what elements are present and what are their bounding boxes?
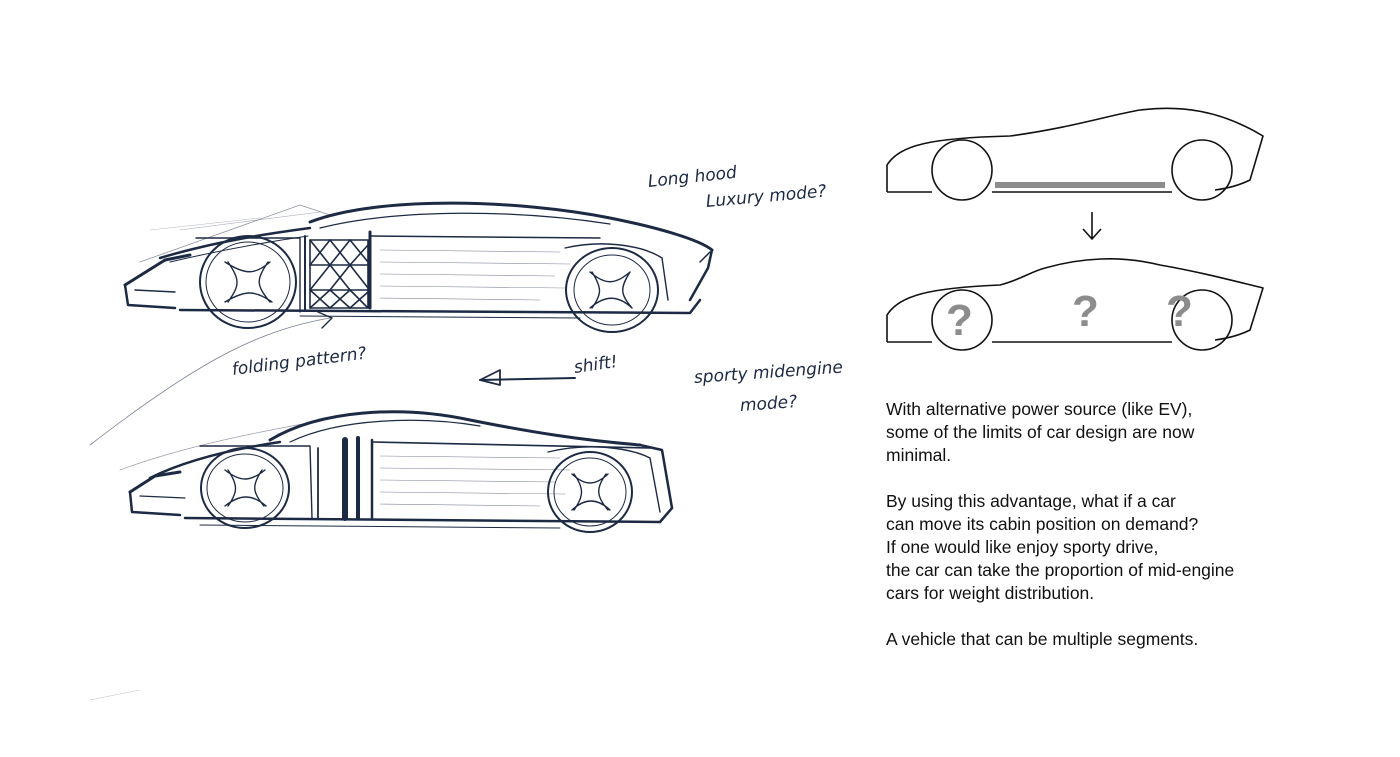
proportion-diagram: ? ? ? — [870, 90, 1290, 370]
desc-line: cars for weight distribution. — [886, 582, 1326, 605]
description-paragraph-1: With alternative power source (like EV),… — [886, 398, 1326, 467]
sketch-front-wheel-top — [196, 236, 300, 328]
shift-arrow — [480, 378, 575, 380]
note-mode: mode? — [739, 392, 797, 416]
sketch-rear-wheel-top — [565, 244, 668, 332]
sketch-car-long-hood — [125, 203, 712, 332]
desc-line: the car can take the proportion of mid-e… — [886, 559, 1326, 582]
description-paragraph-2: By using this advantage, what if a car c… — [886, 490, 1326, 605]
diagram-rear-wheel-top — [1172, 140, 1232, 200]
sketch-area: Long hood Luxury mode? folding pattern? … — [0, 0, 860, 752]
question-mark-rear: ? — [1166, 287, 1193, 336]
desc-line: some of the limits of car design are now — [886, 421, 1326, 444]
desc-line: With alternative power source (like EV), — [886, 398, 1326, 421]
concept-description: With alternative power source (like EV),… — [886, 398, 1326, 674]
question-mark-middle: ? — [1072, 287, 1099, 336]
sketch-car-midengine — [120, 412, 672, 532]
desc-line: minimal. — [886, 444, 1326, 467]
diagram-front-wheel-top — [932, 140, 992, 200]
description-paragraph-3: A vehicle that can be multiple segments. — [886, 628, 1326, 651]
question-mark-front: ? — [946, 296, 973, 345]
down-arrow-icon — [1083, 212, 1101, 239]
cabin-position-bar — [995, 182, 1165, 188]
proportion-diagram-svg: ? ? ? — [870, 90, 1290, 370]
desc-line: If one would like enjoy sporty drive, — [886, 536, 1326, 559]
desc-line: can move its cabin position on demand? — [886, 513, 1326, 536]
desc-line: A vehicle that can be multiple segments. — [886, 628, 1326, 651]
desc-line: By using this advantage, what if a car — [886, 490, 1326, 513]
folding-pattern-lattice — [310, 240, 368, 308]
